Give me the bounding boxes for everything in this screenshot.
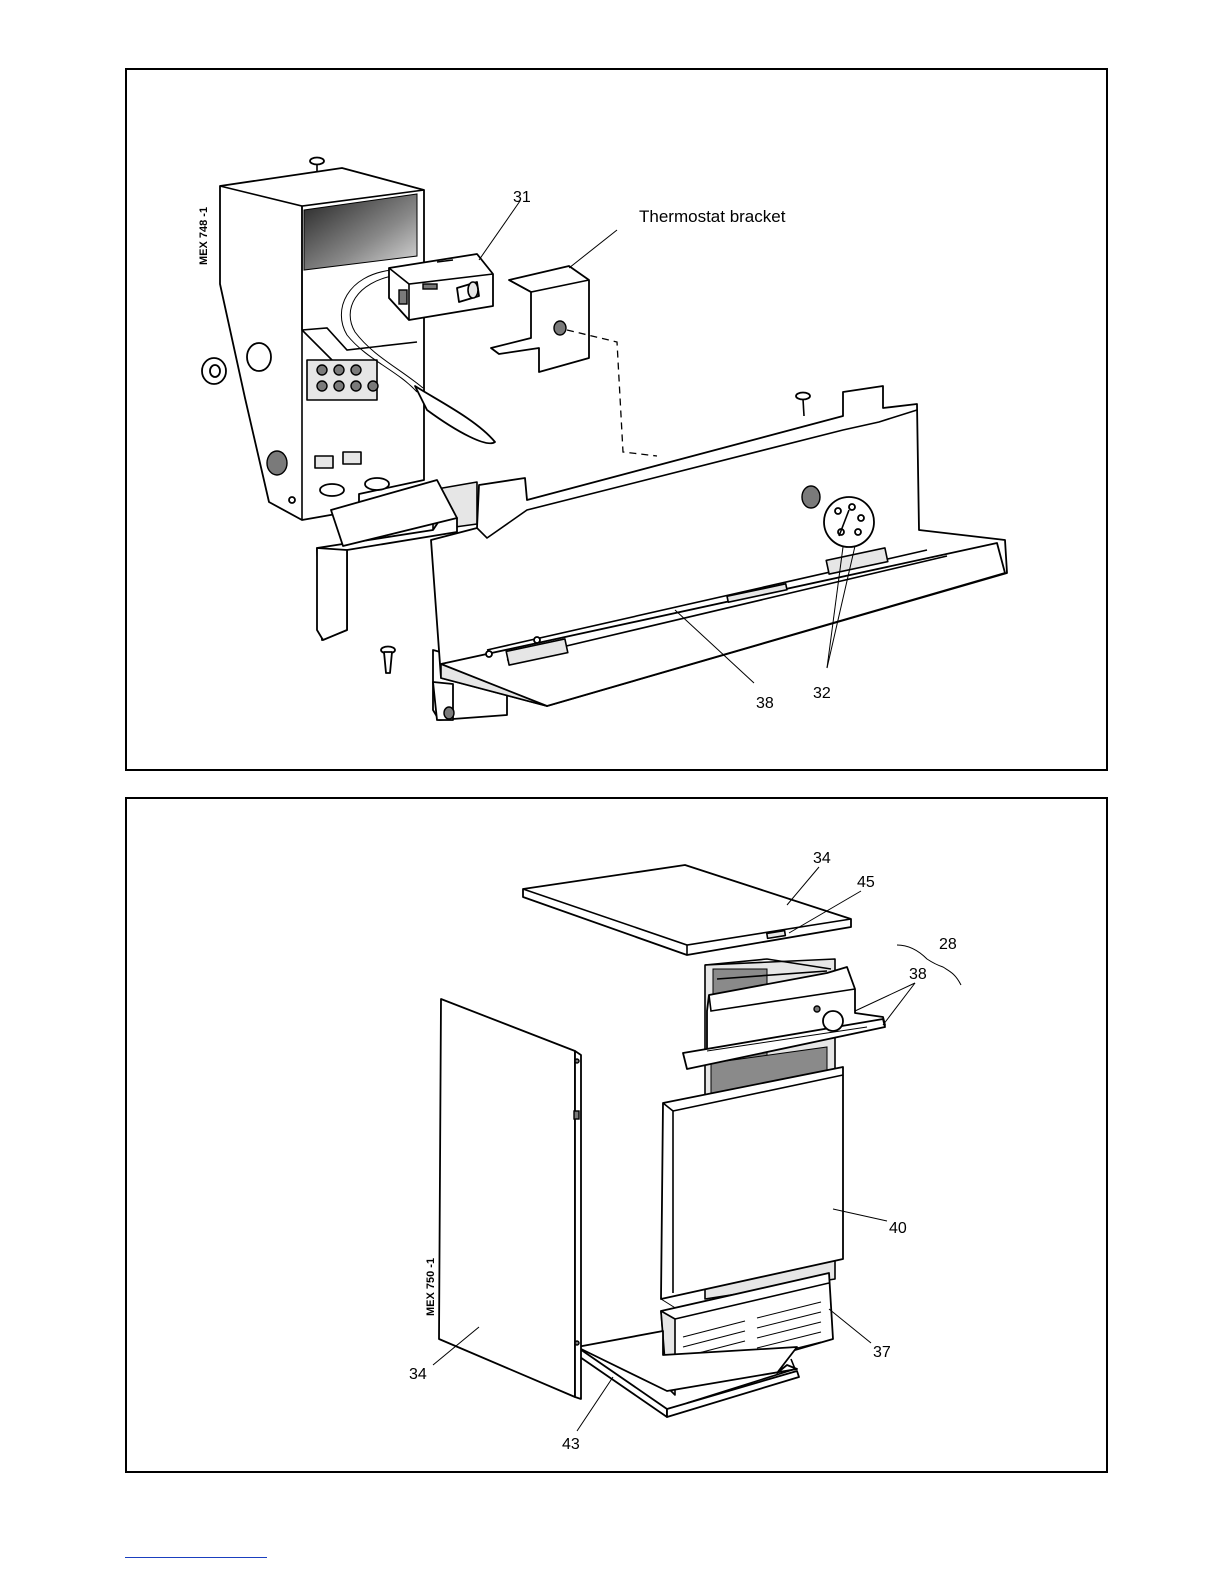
leader-37 bbox=[829, 1309, 871, 1343]
label-37: 37 bbox=[873, 1344, 891, 1361]
label-32: 32 bbox=[813, 685, 831, 702]
leader-34-top bbox=[787, 867, 819, 905]
side-panel-part-34 bbox=[439, 999, 581, 1399]
leader-38b bbox=[883, 983, 915, 1025]
leader-bracket bbox=[569, 230, 617, 268]
label-28: 28 bbox=[939, 936, 957, 953]
loose-screw bbox=[381, 647, 395, 674]
footer-rule bbox=[125, 1557, 267, 1558]
label-31: 31 bbox=[513, 189, 531, 206]
label-45: 45 bbox=[857, 874, 875, 891]
top-diagram-panel: MEX 748 -1 bbox=[125, 68, 1108, 771]
thermostat-bracket bbox=[491, 266, 589, 372]
figure-code: MEX 750 -1 bbox=[425, 1258, 437, 1316]
grommet bbox=[202, 358, 226, 384]
label-43: 43 bbox=[562, 1436, 580, 1453]
label-38: 38 bbox=[756, 695, 774, 712]
label-34-top: 34 bbox=[813, 850, 831, 867]
knob-part-32 bbox=[824, 497, 874, 547]
leader-31 bbox=[479, 201, 520, 260]
label-thermostat-bracket: Thermostat bracket bbox=[639, 207, 786, 226]
label-40: 40 bbox=[889, 1220, 907, 1237]
figure-code: MEX 748 -1 bbox=[198, 207, 210, 265]
top-diagram: MEX 748 -1 bbox=[127, 70, 1110, 773]
panel-screw bbox=[796, 393, 810, 417]
label-34-side: 34 bbox=[409, 1366, 427, 1383]
leader-38a bbox=[855, 983, 915, 1011]
control-box-housing bbox=[220, 168, 424, 520]
leader-43 bbox=[577, 1377, 613, 1431]
top-cover-part-34 bbox=[523, 865, 851, 955]
label-38: 38 bbox=[909, 966, 927, 983]
bottom-diagram-panel: MEX 750 -1 bbox=[125, 797, 1108, 1473]
bottom-diagram: MEX 750 -1 bbox=[127, 799, 1110, 1475]
